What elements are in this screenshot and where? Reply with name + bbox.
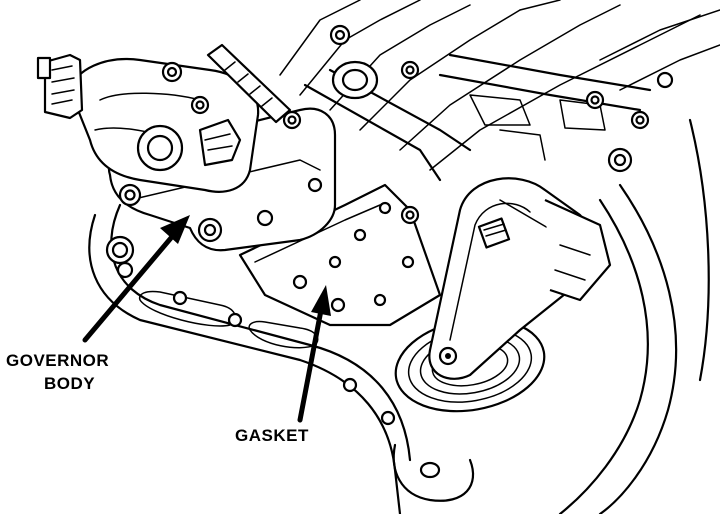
governor-label-line1: GOVERNOR [6, 351, 109, 370]
governor-body [36, 43, 337, 252]
detent-lever-assembly [394, 177, 612, 413]
governor-label-line2: BODY [44, 374, 95, 393]
transmission-case [88, 0, 720, 514]
gasket-label: GASKET [235, 426, 309, 445]
gasket [238, 183, 442, 327]
governor-body-arrow [82, 215, 190, 343]
gasket-arrow [297, 285, 331, 423]
